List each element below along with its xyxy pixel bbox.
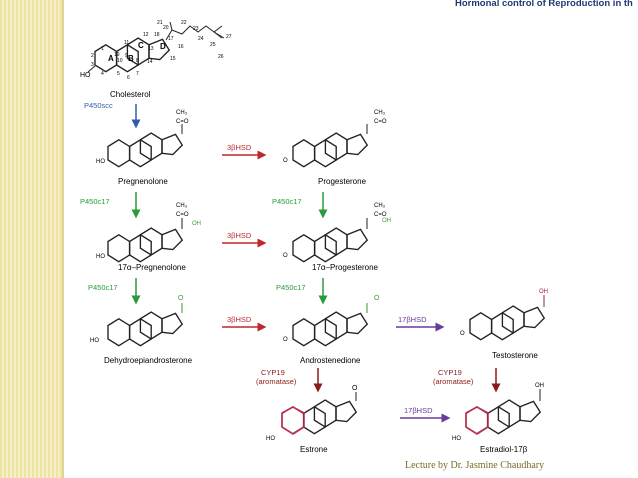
svg-text:25: 25 [210, 42, 216, 48]
progesterone-co: C=O [374, 119, 387, 125]
svg-text:17: 17 [168, 36, 174, 42]
hydroxy-pregnenolone-oh: OH [192, 221, 201, 227]
svg-text:14: 14 [147, 59, 153, 65]
pregnenolone-co: C=O [176, 119, 189, 125]
footer-credit: Lecture by Dr. Jasmine Chaudhary [405, 460, 545, 471]
androstenedione-o: O [283, 337, 288, 343]
svg-text:15: 15 [170, 56, 176, 62]
svg-text:21: 21 [157, 20, 163, 26]
progesterone-ch3: CH₃ [374, 110, 386, 116]
svg-text:5: 5 [117, 71, 120, 77]
hydroxy-pregnenolone-ch3: CH₃ [176, 203, 188, 209]
pregnenolone-label: Pregnenolone [118, 177, 168, 186]
hydroxy-progesterone-structure: CH₃ C=O OH O 17α–Progesterone [283, 203, 391, 272]
svg-text:27: 27 [226, 34, 232, 40]
cholesterol-structure: HO A B C D 1 2 3 4 5 6 7 8 9 10 11 12 13… [80, 20, 232, 99]
svg-text:22: 22 [181, 20, 187, 26]
enzyme-cyp19-2: CYP19 [438, 368, 462, 377]
androstenedione-label: Androstenedione [300, 356, 361, 365]
androstenedione-o-top: O [374, 295, 380, 302]
enzyme-cyp19-1: CYP19 [261, 368, 285, 377]
hydroxy-pregnenolone-co: C=O [176, 212, 189, 218]
hydroxy-pregnenolone-structure: CH₃ C=O OH HO 17α–Pregnenolone [96, 203, 201, 272]
ring-a-label: A [108, 54, 114, 63]
pregnenolone-ch3: CH₃ [176, 110, 188, 116]
androstenedione-structure: O O Androstenedione [283, 295, 380, 365]
svg-text:19: 19 [114, 52, 120, 58]
testosterone-oh: OH [539, 289, 548, 295]
testosterone-label: Testosterone [492, 351, 538, 360]
svg-text:10: 10 [117, 58, 123, 64]
dhea-o: O [178, 295, 184, 302]
hydroxy-progesterone-oh: OH [382, 218, 391, 224]
enzyme-17bhsd-1: 17βHSD [398, 315, 427, 324]
enzyme-3bhsd-1: 3βHSD [227, 143, 252, 152]
svg-text:4: 4 [101, 71, 104, 77]
estrone-structure: O HO Estrone [266, 385, 358, 454]
decorative-left-band [0, 0, 62, 478]
dhea-label: Dehydroepiandrosterone [104, 356, 193, 365]
enzyme-3bhsd-3: 3βHSD [227, 315, 252, 324]
estradiol-oh: OH [535, 383, 544, 389]
progesterone-label: Progesterone [318, 177, 367, 186]
enzyme-p450scc: P450scc [84, 101, 113, 110]
progesterone-structure: CH₃ C=O O Progesterone [283, 110, 387, 186]
slide-title: Hormonal control of Reproduction in th [455, 0, 633, 9]
estradiol-label: Estradiol-17β [480, 445, 528, 454]
enzyme-aromatase-2: (aromatase) [433, 377, 474, 386]
pregnenolone-structure: CH₃ C=O HO Pregnenolone [96, 110, 189, 186]
enzyme-p450c17-2: P450c17 [272, 197, 302, 206]
atom-numbers: 1 2 3 4 5 6 7 8 9 10 11 12 13 14 15 16 1… [91, 20, 232, 81]
ring-b-label: B [128, 54, 134, 63]
svg-text:18: 18 [154, 32, 160, 38]
estradiol-structure: OH HO Estradiol-17β [452, 383, 544, 454]
svg-text:2: 2 [91, 53, 94, 59]
svg-text:23: 23 [193, 26, 199, 32]
svg-text:13: 13 [148, 46, 154, 52]
enzyme-17bhsd-2: 17βHSD [404, 406, 433, 415]
dhea-structure: O HO Dehydroepiandrosterone [90, 295, 193, 365]
svg-text:16: 16 [178, 44, 184, 50]
progesterone-o: O [283, 158, 288, 164]
estrone-label: Estrone [300, 445, 328, 454]
decorative-band-edge [62, 0, 64, 478]
ring-d-label: D [160, 42, 166, 51]
testosterone-structure: OH O Testosterone [460, 289, 548, 360]
estradiol-ho: HO [452, 436, 461, 442]
svg-text:3: 3 [91, 62, 94, 68]
svg-text:26: 26 [218, 54, 224, 60]
enzyme-p450c17-1: P450c17 [80, 197, 110, 206]
svg-text:24: 24 [198, 36, 204, 42]
enzyme-p450c17-4: P450c17 [276, 283, 306, 292]
svg-text:20: 20 [163, 25, 169, 31]
ring-c-label: C [138, 41, 144, 50]
svg-text:1: 1 [101, 46, 104, 52]
svg-text:6: 6 [127, 75, 130, 81]
cholesterol-label: Cholesterol [110, 90, 151, 99]
hydroxy-pregnenolone-ho: HO [96, 254, 105, 260]
hydroxy-progesterone-label: 17α–Progesterone [312, 263, 379, 272]
svg-text:9: 9 [125, 53, 128, 59]
cholesterol-ho: HO [80, 72, 91, 79]
dhea-ho: HO [90, 338, 99, 344]
enzyme-p450c17-3: P450c17 [88, 283, 118, 292]
enzyme-aromatase-1: (aromatase) [256, 377, 297, 386]
svg-text:12: 12 [143, 32, 149, 38]
testosterone-o: O [460, 331, 465, 337]
hydroxy-progesterone-co: C=O [374, 212, 387, 218]
enzyme-3bhsd-2: 3βHSD [227, 231, 252, 240]
hydroxy-progesterone-o: O [283, 253, 288, 259]
svg-text:11: 11 [124, 40, 129, 46]
svg-text:8: 8 [136, 58, 139, 64]
hydroxy-progesterone-ch3: CH₃ [374, 203, 386, 209]
pregnenolone-ho: HO [96, 159, 105, 165]
hydroxy-pregnenolone-label: 17α–Pregnenolone [118, 263, 186, 272]
svg-text:7: 7 [136, 71, 139, 77]
estrone-ho: HO [266, 436, 275, 442]
estrone-o: O [352, 385, 358, 392]
